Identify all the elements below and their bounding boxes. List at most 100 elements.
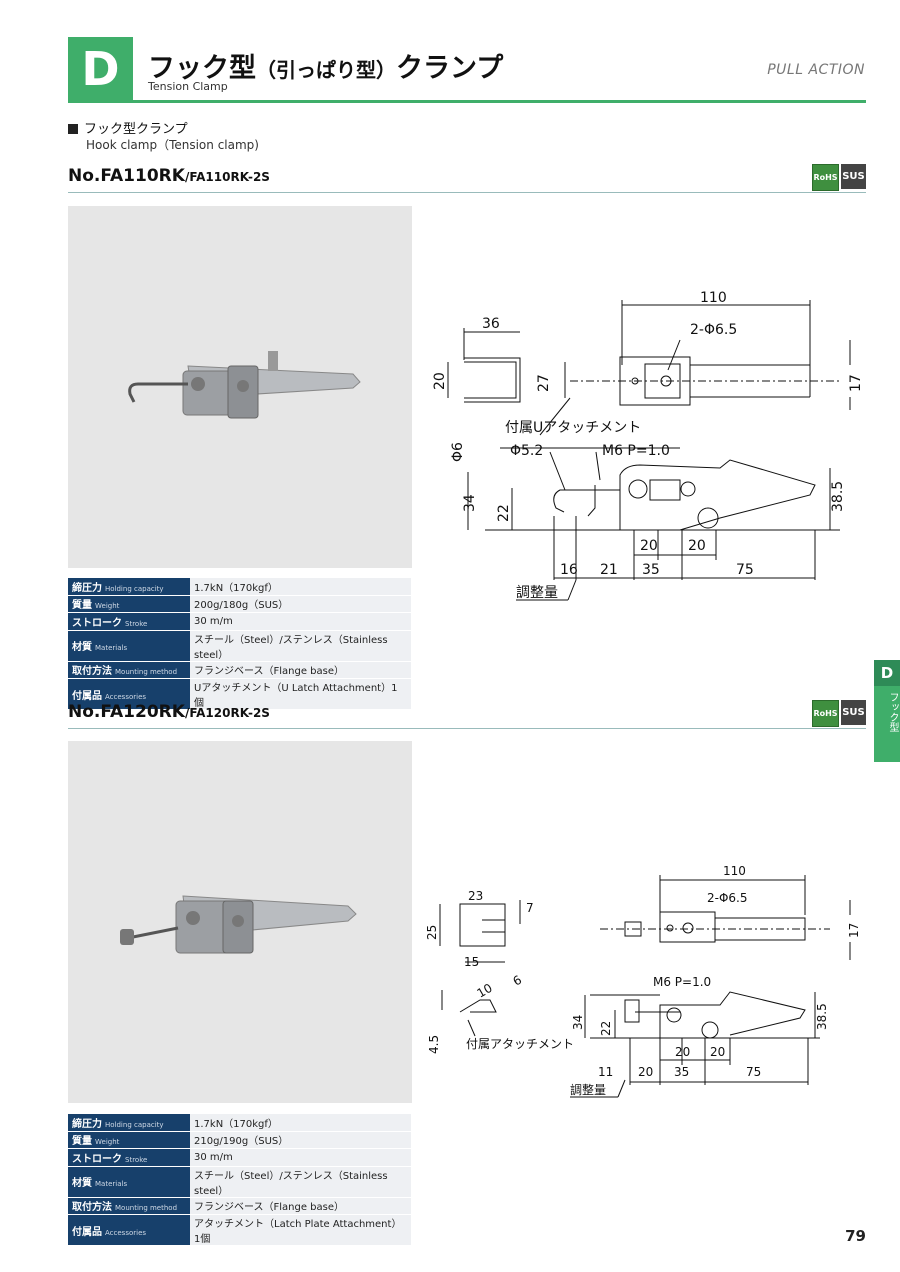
material-icons-1: RoHS SUS bbox=[812, 164, 866, 191]
sus-icon: SUS bbox=[841, 700, 866, 725]
dim-22: 22 bbox=[599, 1021, 613, 1036]
category-badge: D bbox=[68, 37, 133, 100]
dim-17: 17 bbox=[848, 374, 864, 392]
sus-icon: SUS bbox=[841, 164, 866, 189]
dim-110: 110 bbox=[723, 864, 746, 878]
dim-45: 4.5 bbox=[427, 1035, 441, 1054]
dim-23: 23 bbox=[468, 889, 483, 903]
dim-75: 75 bbox=[746, 1065, 761, 1079]
title-paren: （引っぱり型） bbox=[256, 58, 396, 82]
dim-36: 36 bbox=[482, 316, 500, 332]
dim-6: 6 bbox=[511, 973, 525, 989]
square-bullet-icon bbox=[68, 124, 78, 134]
side-tab-letter: D bbox=[874, 660, 900, 686]
attach-label: 付属Uアタッチメント bbox=[505, 420, 641, 436]
spec-value: フランジベース（Flange base） bbox=[190, 1197, 411, 1215]
clamp-photo-1 bbox=[128, 351, 361, 419]
dim-20a: 20 bbox=[675, 1045, 690, 1059]
dim-34: 34 bbox=[571, 1015, 585, 1030]
dim-17: 17 bbox=[847, 923, 861, 938]
spec-value: スチール（Steel）/ステンレス（Stainless steel） bbox=[190, 630, 411, 662]
product-model-1: No.FA110RK/FA110RK-2S bbox=[68, 166, 270, 186]
dim-7: 7 bbox=[526, 901, 534, 915]
dim-22: 22 bbox=[496, 504, 512, 522]
adjust-label: 調整量 bbox=[516, 585, 558, 601]
dim-34: 34 bbox=[462, 494, 478, 512]
spec-value: 210g/190g（SUS） bbox=[190, 1131, 411, 1149]
dim-10: 10 bbox=[475, 981, 495, 1001]
dim-20b: 20 bbox=[688, 538, 706, 554]
dim-385: 38.5 bbox=[815, 1003, 829, 1030]
model-variant: /FA110RK-2S bbox=[184, 170, 270, 184]
page-number: 79 bbox=[845, 1227, 866, 1245]
dim-phi6: Φ6 bbox=[450, 442, 466, 462]
material-icons-2: RoHS SUS bbox=[812, 700, 866, 727]
product-photo-1 bbox=[68, 206, 412, 568]
rohs-icon: RoHS bbox=[812, 700, 839, 727]
technical-drawing-1: 110 36 2-Φ6.5 20 27 17 付属Uアタッチメント Φ6 Φ5.… bbox=[432, 290, 864, 601]
spec-value: 1.7kN（170kgf） bbox=[190, 578, 411, 596]
product-photo-2 bbox=[68, 741, 412, 1103]
title-main: フック型 bbox=[148, 53, 256, 84]
technical-drawing-2: 110 23 7 2-Φ6.5 25 17 15 M6 P=1.0 10 6 3… bbox=[425, 864, 861, 1098]
dim-11: 11 bbox=[598, 1065, 613, 1079]
dim-20a: 20 bbox=[640, 538, 658, 554]
dim-16: 16 bbox=[560, 562, 578, 578]
clamp-photo-2 bbox=[120, 895, 357, 954]
model-number: No.FA120RK bbox=[68, 702, 185, 722]
dim-m6: M6 P=1.0 bbox=[602, 443, 670, 459]
dim-25: 25 bbox=[425, 925, 439, 940]
spec-value: アタッチメント（Latch Plate Attachment）1個 bbox=[190, 1214, 411, 1246]
dim-35: 35 bbox=[642, 562, 660, 578]
dim-2phi65: 2-Φ6.5 bbox=[707, 891, 748, 905]
spec-value: Uアタッチメント（U Latch Attachment）1個 bbox=[190, 678, 411, 710]
side-tab[interactable]: D フック型 bbox=[874, 660, 900, 762]
page-title: フック型（引っぱり型）クランプ bbox=[148, 46, 503, 85]
model-number: No.FA110RK bbox=[68, 166, 185, 186]
dim-110: 110 bbox=[700, 290, 727, 306]
rohs-icon: RoHS bbox=[812, 164, 839, 191]
dim-20c: 20 bbox=[638, 1065, 653, 1079]
dim-20: 20 bbox=[432, 372, 448, 390]
spec-value: スチール（Steel）/ステンレス（Stainless steel） bbox=[190, 1166, 411, 1198]
product-rule-1 bbox=[68, 192, 866, 193]
pull-action-tag: PULL ACTION bbox=[767, 62, 865, 78]
dim-385: 38.5 bbox=[830, 481, 846, 512]
spec-value: 30 m/m bbox=[190, 612, 411, 631]
dim-27: 27 bbox=[536, 374, 552, 392]
product-rule-2 bbox=[68, 728, 866, 729]
section-subheading: Hook clamp（Tension clamp) bbox=[86, 138, 259, 152]
spec-value: フランジベース（Flange base） bbox=[190, 661, 411, 679]
dim-20b: 20 bbox=[710, 1045, 725, 1059]
section-heading-text: フック型クランプ bbox=[84, 122, 188, 137]
adjust-label: 調整量 bbox=[570, 1082, 606, 1097]
dim-m6: M6 P=1.0 bbox=[653, 975, 711, 989]
spec-value: 1.7kN（170kgf） bbox=[190, 1114, 411, 1132]
section-heading: フック型クランプ bbox=[68, 118, 188, 137]
dim-2phi65: 2-Φ6.5 bbox=[690, 322, 737, 338]
dim-75: 75 bbox=[736, 562, 754, 578]
dim-21: 21 bbox=[600, 562, 618, 578]
header-rule bbox=[68, 100, 866, 103]
dim-15: 15 bbox=[464, 955, 479, 969]
page-subtitle: Tension Clamp bbox=[148, 80, 228, 93]
product-model-2: No.FA120RK/FA120RK-2S bbox=[68, 702, 270, 722]
